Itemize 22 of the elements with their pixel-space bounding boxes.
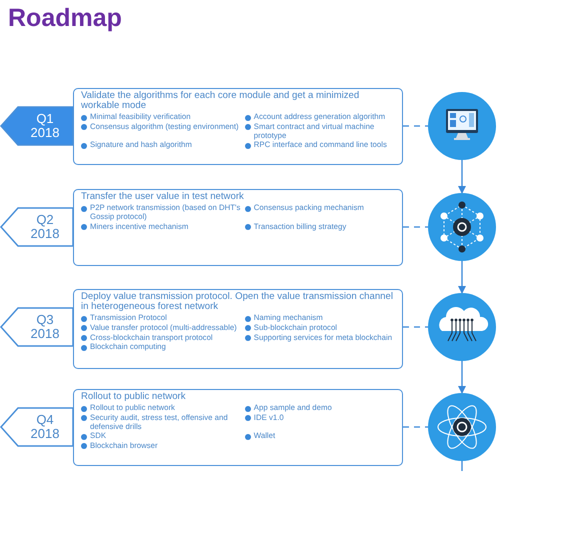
diagram-title: Roadmap: [8, 4, 122, 33]
milestone-card: [73, 88, 403, 165]
arrow: [458, 261, 466, 294]
quarter-tab: [0, 207, 74, 247]
quarter-label: Q3 2018: [30, 312, 60, 342]
quarter-label: Q2 2018: [30, 212, 60, 242]
dashed-connector: [403, 326, 428, 328]
quarter-tab: [0, 407, 74, 447]
milestone-heading: Transfer the user value in test network: [81, 192, 245, 202]
connector-line: [461, 461, 463, 471]
milestone-heading: Rollout to public network: [81, 392, 187, 402]
dashed-connector: [403, 226, 428, 228]
dashed-connector: [403, 125, 428, 127]
quarter-tab: [0, 307, 74, 347]
arrow: [458, 160, 466, 194]
arrow: [458, 361, 466, 394]
milestone-heading: Validate the algorithms for each core module and get a minimized workable mode: [81, 91, 360, 112]
quarter-label: Q1 2018: [30, 112, 60, 140]
dashed-connector: [403, 426, 428, 428]
quarter-tab: [0, 106, 74, 146]
milestone-heading: Deploy value transmission protocol. Open the value transmission channel in heterogeneous forest network: [81, 292, 394, 312]
quarter-label: Q4 2018: [30, 412, 60, 442]
